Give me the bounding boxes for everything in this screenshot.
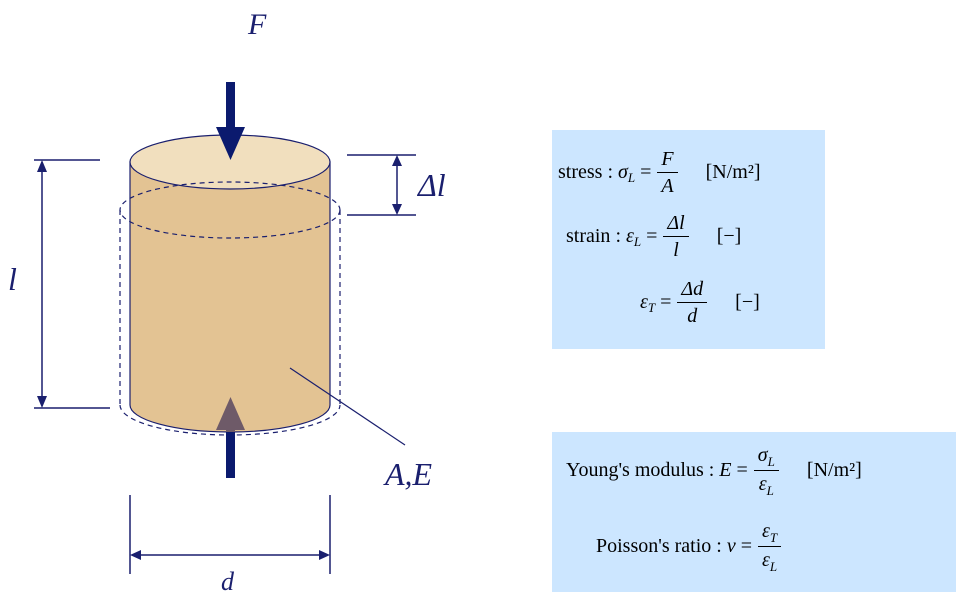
length-label: l [8, 261, 17, 297]
youngs-word: Young's modulus [566, 459, 704, 482]
stress-unit: [N/m²] [705, 161, 761, 184]
poisson-word: Poisson's ratio [596, 535, 712, 558]
youngs-unit: [N/m²] [806, 459, 862, 482]
strain-trans-unit: [−] [735, 291, 760, 314]
delta-l-label: Δl [416, 167, 446, 203]
area-leader-line [289, 367, 406, 446]
force-label: F [247, 8, 267, 41]
strain-word: strain [566, 225, 611, 248]
top-force-arrow [216, 82, 245, 160]
modulus-formula-box: Young's modulus : E = σL εL [N/m²] Poiss… [552, 432, 956, 592]
length-dimension [34, 159, 110, 409]
diameter-dimension [129, 495, 331, 574]
stress-fraction: F A [657, 146, 678, 199]
area-modulus-label: A,E [383, 456, 433, 492]
strain-trans-fraction: Δd d [677, 276, 708, 329]
strain-long-unit: [−] [716, 225, 742, 248]
diameter-label: d [221, 567, 235, 592]
poisson-ratio-formula: Poisson's ratio : ν = εT εL [596, 518, 787, 575]
youngs-modulus-formula: Young's modulus : E = σL εL [N/m²] [566, 442, 862, 499]
delta-l-dimension [347, 154, 416, 216]
strain-long-fraction: Δl l [663, 210, 689, 263]
bottom-force-arrow [216, 397, 245, 478]
poisson-fraction: εT εL [758, 518, 782, 575]
stress-word: stress [558, 161, 603, 184]
youngs-fraction: σL εL [753, 442, 779, 499]
cylinder-body [129, 161, 331, 433]
